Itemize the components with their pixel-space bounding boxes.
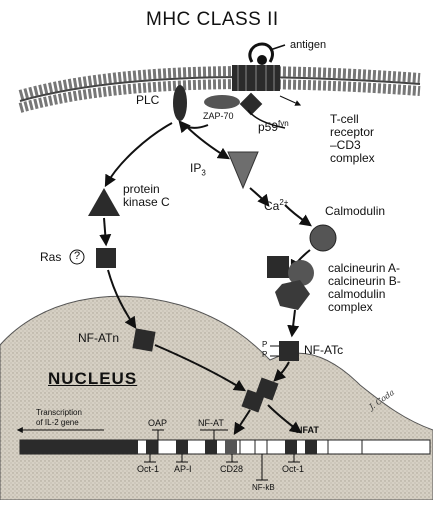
pkc-label: protein kinase C — [123, 183, 170, 209]
calcineurin-line3: calmodulin — [328, 287, 386, 301]
calmodulin-shape — [309, 224, 337, 252]
site-label-oct1-2: Oct-1 — [282, 464, 305, 474]
transcription-label: Transcription of IL-2 gene — [36, 408, 82, 428]
p59fyn-shape — [239, 92, 263, 116]
plc-shape — [173, 85, 187, 121]
tcr-label-line1: T-cell — [330, 112, 359, 126]
arrow-ras-nfatn — [107, 269, 137, 329]
ca-base: Ca — [264, 199, 280, 213]
zap70-shape — [204, 95, 240, 109]
site-label-oct1-1: Oct-1 — [137, 464, 160, 474]
arrow-pkc-ras — [99, 217, 112, 247]
calcineurin-line1: calcineurin A- — [328, 261, 401, 275]
ip3-base: IP — [190, 161, 202, 175]
pointer-tcr — [279, 95, 302, 106]
site-ticks — [144, 429, 300, 481]
arrow-plc-ip3 — [184, 124, 231, 160]
nucleus-region — [0, 295, 433, 501]
arrow-plc-pkc — [104, 122, 173, 188]
site-label-nfat-1: NF-AT — [198, 418, 224, 428]
nfat-complex-shape — [241, 377, 279, 413]
ip3-triangle — [227, 151, 259, 190]
p59-base: p59 — [258, 120, 279, 134]
nfatc-shape — [279, 341, 299, 361]
transcription-line2: of IL-2 gene — [36, 418, 79, 427]
antigen-shape — [248, 42, 286, 65]
transcription-line1: Transcription — [36, 408, 82, 417]
ras-question-mark: ? — [74, 250, 81, 262]
nfatn-shape — [132, 328, 156, 352]
p59-superscript: fyn — [278, 119, 289, 128]
nucleus-label: NUCLEUS — [48, 369, 138, 388]
ras-label: Ras — [40, 250, 62, 264]
diagram-title: MHC CLASS II — [146, 9, 279, 30]
pkc-triangle — [88, 188, 120, 216]
antigen-label: antigen — [290, 39, 327, 51]
calcineurin-line4: complex — [328, 300, 373, 314]
ras-question-circle — [69, 249, 85, 265]
site-label-oap: OAP — [148, 418, 168, 428]
tcr-label-line3: –CD3 — [330, 138, 361, 152]
arrow-nfatn-complex — [154, 344, 247, 392]
phospho-label-upper: P — [262, 340, 268, 349]
site-label-cd28: CD28 — [220, 464, 244, 474]
nfatc-label: NF-ATc — [304, 343, 344, 357]
tcr-label-line2: receptor — [330, 125, 375, 139]
arrow-calcineurin-nfatc — [287, 309, 300, 338]
plc-label: PLC — [136, 93, 160, 107]
arrow-complex-nfat-site2 — [267, 404, 302, 434]
calcineurin-line2: calcineurin B- — [328, 274, 401, 288]
arrow-nfatc-complex — [273, 361, 290, 382]
arrow-ca-calmodulin — [284, 204, 312, 227]
zap70-label: ZAP-70 — [203, 111, 234, 121]
site-label-ap1: AP-I — [174, 464, 192, 474]
tcr-label-line4: complex — [330, 151, 375, 165]
il2-promoter-bar — [19, 439, 431, 455]
calmodulin-label: Calmodulin — [325, 204, 386, 218]
phospho-label-lower: P — [262, 350, 268, 359]
arrow-zap-plc — [178, 120, 209, 134]
ip3-subscript: 3 — [201, 168, 206, 178]
ca-label: Ca2+ — [264, 198, 289, 213]
arrow-ip3-ca — [249, 187, 270, 207]
calcineurin-complex-shape — [267, 256, 314, 310]
cell-membrane — [18, 66, 421, 113]
ip3-label: IP3 — [190, 162, 206, 178]
ca-superscript: 2+ — [279, 198, 289, 207]
site-label-nfkb: NF-kB — [252, 483, 275, 492]
pkc-label-line1: protein — [123, 182, 160, 196]
nfatn-label: NF-ATn — [78, 331, 120, 345]
tcr-label: T-cell receptor –CD3 complex — [330, 113, 375, 165]
pkc-label-line2: kinase C — [123, 195, 170, 209]
calcineurin-complex-label: calcineurin A- calcineurin B- calmodulin… — [328, 262, 401, 314]
p59fyn-label: p59fyn — [258, 119, 289, 134]
ras-shape — [96, 248, 116, 268]
site-label-nfat-2: NFAT — [296, 425, 319, 435]
tcr-complex-shape — [232, 65, 280, 91]
arrow-complex-nfat-site1 — [233, 409, 251, 436]
line-p59 — [247, 109, 286, 129]
